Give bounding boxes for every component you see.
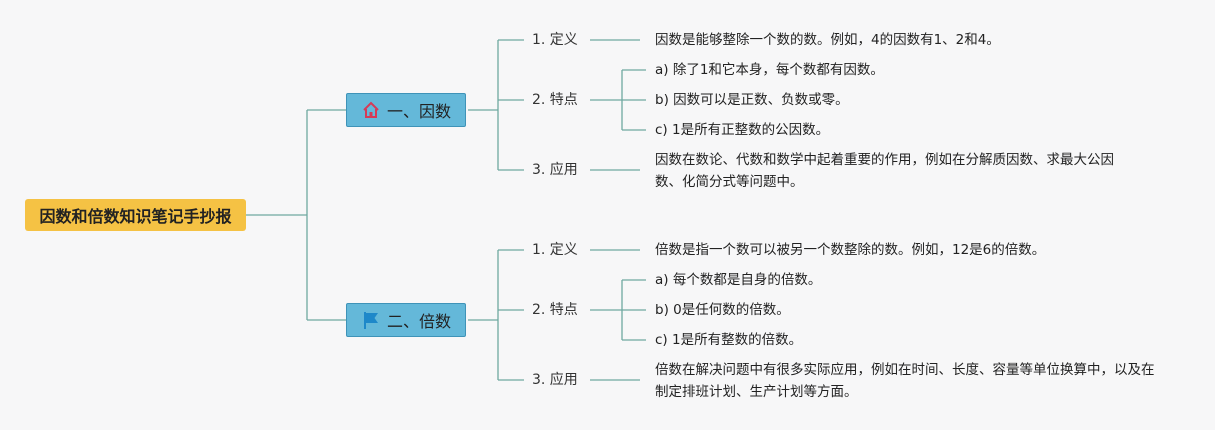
leaf-feature-c[interactable]: c) 1是所有正整数的公因数。 [655, 122, 830, 138]
leaf-feature-a[interactable]: a) 每个数都是自身的倍数。 [655, 272, 822, 288]
branch-factors[interactable]: 一、因数 [346, 93, 466, 127]
subtopic-features[interactable]: 2. 特点 [532, 92, 578, 108]
branch-multiples[interactable]: 二、倍数 [346, 303, 466, 337]
root-title: 因数和倍数知识笔记手抄报 [39, 207, 232, 226]
subtopic-definition[interactable]: 1. 定义 [532, 242, 578, 258]
subtopic-definition[interactable]: 1. 定义 [532, 32, 578, 48]
leaf-feature-b[interactable]: b) 0是任何数的倍数。 [655, 302, 790, 318]
leaf-definition[interactable]: 倍数是指一个数可以被另一个数整除的数。例如，12是6的倍数。 [655, 242, 1046, 258]
branch-title: 一、因数 [386, 102, 451, 121]
home-icon [361, 100, 381, 120]
subtopic-features[interactable]: 2. 特点 [532, 302, 578, 318]
leaf-definition[interactable]: 因数是能够整除一个数的数。例如，4的因数有1、2和4。 [655, 32, 1000, 48]
subtopic-application[interactable]: 3. 应用 [532, 162, 578, 178]
leaf-feature-c[interactable]: c) 1是所有整数的倍数。 [655, 332, 803, 348]
leaf-application[interactable]: 因数在数论、代数和数学中起着重要的作用，例如在分解质因数、求最大公因数、化简分式… [655, 152, 1114, 190]
flag-icon [361, 310, 381, 330]
leaf-application[interactable]: 倍数在解决问题中有很多实际应用，例如在时间、长度、容量等单位换算中，以及在制定排… [655, 362, 1155, 400]
root-topic[interactable]: 因数和倍数知识笔记手抄报 [25, 199, 246, 231]
leaf-feature-b[interactable]: b) 因数可以是正数、负数或零。 [655, 92, 849, 108]
branch-title: 二、倍数 [386, 312, 451, 331]
leaf-feature-a[interactable]: a) 除了1和它本身，每个数都有因数。 [655, 62, 884, 78]
subtopic-application[interactable]: 3. 应用 [532, 372, 578, 388]
